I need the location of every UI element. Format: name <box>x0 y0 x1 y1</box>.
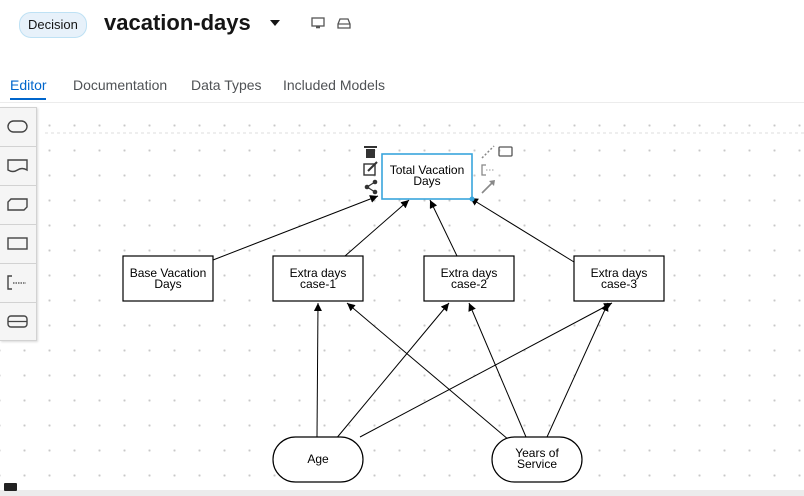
edit-icon[interactable] <box>363 161 378 176</box>
node-label-line2: case-2 <box>451 277 487 291</box>
model-title: vacation-days <box>104 10 251 35</box>
palette-decision[interactable] <box>0 225 36 264</box>
node-label-line1: Years of <box>515 446 559 460</box>
node-label-line1: Extra days <box>441 266 498 280</box>
node-label-line2: Days <box>413 174 440 188</box>
model-type-badge: Decision <box>19 12 87 38</box>
tab-included-models[interactable]: Included Models <box>283 77 385 93</box>
dotted-connector-icon[interactable] <box>481 145 495 159</box>
node-toolbox <box>363 145 513 195</box>
input-data-years-of-service[interactable]: Years of Service <box>491 436 583 483</box>
node-label: Age <box>307 452 329 466</box>
share-icon[interactable] <box>364 179 378 195</box>
palette-text-annotation[interactable] <box>0 264 36 303</box>
node-label-line1: Base Vacation <box>130 266 207 280</box>
arrow-connector-icon[interactable] <box>481 180 495 194</box>
drive-icon[interactable] <box>337 17 351 29</box>
decision-extra-days-case-2[interactable]: Extra days case-2 <box>423 255 515 302</box>
annotation-icon[interactable] <box>481 164 495 176</box>
node-label-line2: Days <box>154 277 181 291</box>
tab-documentation[interactable]: Documentation <box>73 77 168 93</box>
node-label-line2: case-3 <box>601 277 637 291</box>
edge-years-to-extra3[interactable] <box>546 302 609 438</box>
edge-age-to-extra1[interactable] <box>313 302 322 438</box>
edge-extra2-to-total[interactable] <box>429 199 458 257</box>
node-palette <box>0 107 37 341</box>
edge-years-to-extra2[interactable] <box>468 302 527 438</box>
decision-total-vacation-days[interactable]: Total Vacation Days <box>381 153 475 202</box>
node-label-line1: Extra days <box>290 266 347 280</box>
decision-base-vacation-days[interactable]: Base Vacation Days <box>122 255 214 302</box>
edge-extra1-to-total[interactable] <box>344 199 410 257</box>
tab-editor[interactable]: Editor <box>10 77 47 93</box>
decision-extra-days-case-1[interactable]: Extra days case-1 <box>272 255 364 302</box>
input-data-age[interactable]: Age <box>272 436 364 483</box>
node-label-line2: Service <box>517 457 557 471</box>
palette-input-data[interactable] <box>0 108 36 147</box>
node-label-line1: Total Vacation <box>390 163 465 177</box>
node-label-line1: Extra days <box>591 266 648 280</box>
input-data-icon <box>7 120 28 133</box>
editor-header: Decision vacation-days <box>0 0 804 71</box>
tab-data-types[interactable]: Data Types <box>191 77 262 93</box>
node-label-line2: case-1 <box>300 277 336 291</box>
bottom-scrollbar[interactable] <box>0 490 804 496</box>
decision-service-icon <box>7 315 28 328</box>
palette-knowledge-source[interactable] <box>0 147 36 186</box>
edge-age-to-extra2[interactable] <box>334 302 450 441</box>
edge-age-to-extra3[interactable] <box>359 302 613 438</box>
knowledge-source-icon <box>7 159 28 173</box>
rectangle-node-icon[interactable] <box>498 146 513 157</box>
edge-extra3-to-total[interactable] <box>469 197 575 263</box>
decision-icon <box>7 237 28 250</box>
editor-tabs: Editor Documentation Data Types Included… <box>0 70 804 103</box>
dropdown-caret-icon[interactable] <box>270 20 280 26</box>
active-tab-indicator <box>10 98 46 100</box>
edge-base-to-total[interactable] <box>212 195 379 261</box>
desktop-icon[interactable] <box>311 17 325 29</box>
business-knowledge-model-icon <box>7 198 28 211</box>
palette-business-knowledge-model[interactable] <box>0 186 36 225</box>
delete-icon[interactable] <box>364 146 377 158</box>
decision-extra-days-case-3[interactable]: Extra days case-3 <box>573 255 665 302</box>
edge-years-to-extra1[interactable] <box>346 302 510 441</box>
text-annotation-icon <box>7 275 26 290</box>
palette-decision-service[interactable] <box>0 303 36 341</box>
keyboard-icon[interactable] <box>4 483 17 491</box>
